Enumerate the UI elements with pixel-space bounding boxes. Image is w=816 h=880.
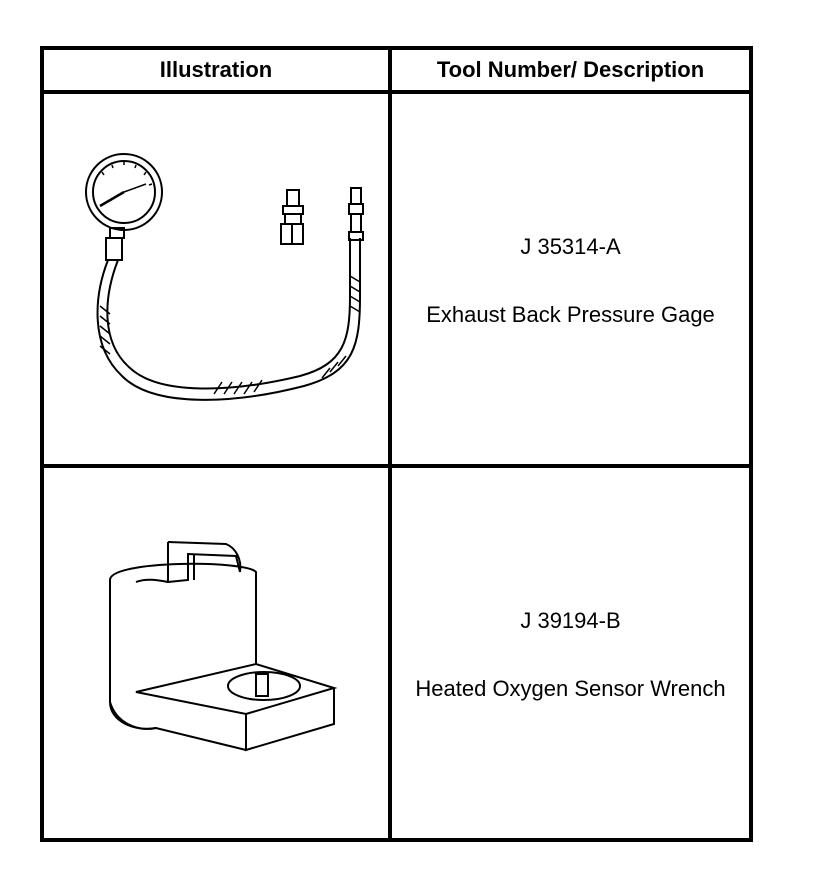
header-divider bbox=[44, 90, 749, 94]
tool-table: Illustration Tool Number/ Description bbox=[40, 46, 753, 842]
tool-description: Heated Oxygen Sensor Wrench bbox=[415, 676, 726, 701]
column-divider bbox=[388, 50, 392, 838]
oxygen-sensor-wrench-icon bbox=[109, 541, 338, 752]
tool-number: J 39194-B bbox=[520, 608, 621, 633]
row-divider bbox=[44, 464, 749, 468]
tool-number: J 35314-A bbox=[520, 234, 621, 259]
pressure-gage-icon bbox=[85, 153, 364, 401]
header-illustration: Illustration bbox=[159, 57, 273, 82]
header-tool-description: Tool Number/ Description bbox=[436, 57, 705, 82]
tool-description: Exhaust Back Pressure Gage bbox=[426, 302, 715, 327]
